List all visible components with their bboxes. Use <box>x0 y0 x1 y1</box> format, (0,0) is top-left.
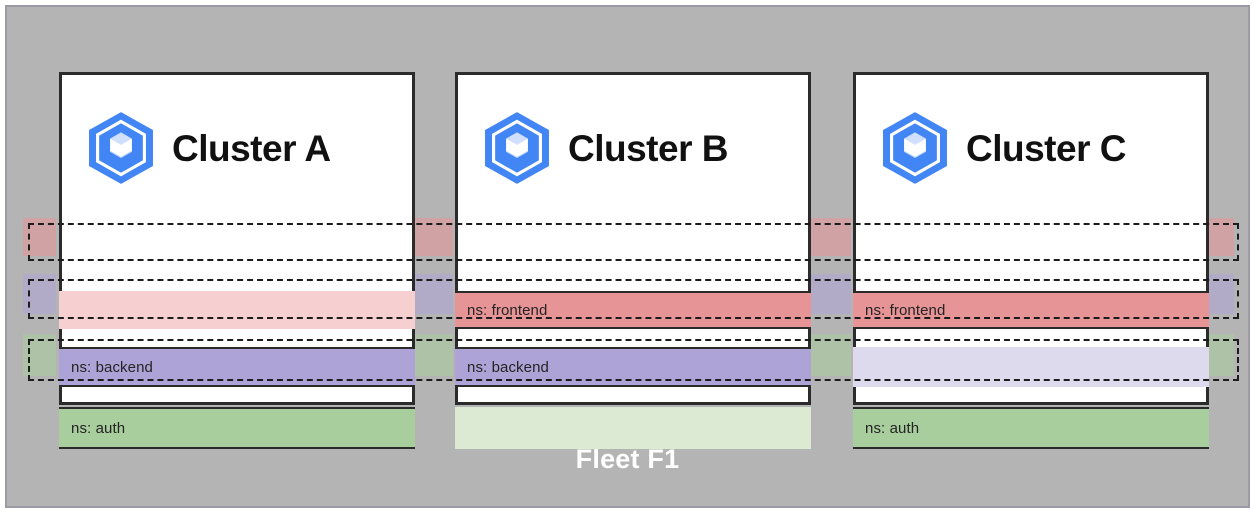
gutter-tint-frontend-left <box>23 218 56 256</box>
gutter-tint-frontend-mid1 <box>409 218 453 256</box>
gutter-tint-backend-mid2 <box>807 274 851 314</box>
gke-cluster-icon <box>478 109 556 187</box>
gutter-tint-auth-right <box>1207 334 1234 376</box>
gutter-tint-auth-mid2 <box>807 334 851 376</box>
cluster-a-band-frontend[interactable] <box>59 291 415 329</box>
cluster-b-band-auth[interactable] <box>455 407 811 449</box>
cluster-c-band-auth-label: ns: auth <box>865 419 920 437</box>
cluster-a-band-backend-label: ns: backend <box>71 358 153 376</box>
cluster-card-a[interactable]: Cluster A ns: backend ns: auth <box>59 72 415 449</box>
cluster-b-band-frontend[interactable]: ns: frontend <box>455 291 811 329</box>
cluster-header-c: Cluster C <box>856 75 1206 221</box>
cluster-a-band-auth-label: ns: auth <box>71 419 126 437</box>
cluster-title-c: Cluster C <box>966 127 1126 169</box>
gutter-tint-frontend-right <box>1207 218 1234 256</box>
gutter-tint-auth-left <box>23 334 56 376</box>
fleet-label: Fleet F1 <box>575 444 680 474</box>
fleet-container: Cluster A ns: backend ns: auth <box>5 5 1250 508</box>
gke-cluster-icon <box>82 109 160 187</box>
cluster-b-band-backend[interactable]: ns: backend <box>455 347 811 387</box>
cluster-b-band-frontend-label: ns: frontend <box>467 301 548 319</box>
cluster-b-band-backend-label: ns: backend <box>467 358 549 376</box>
cluster-card-c[interactable]: Cluster C ns: frontend ns: auth <box>853 72 1209 449</box>
cluster-c-band-auth[interactable]: ns: auth <box>853 407 1209 449</box>
cluster-a-band-backend[interactable]: ns: backend <box>59 347 415 387</box>
cluster-header-b: Cluster B <box>458 75 808 221</box>
gutter-tint-backend-mid1 <box>409 274 453 314</box>
cluster-card-b[interactable]: Cluster B ns: frontend ns: backend <box>455 72 811 449</box>
cluster-c-band-frontend-label: ns: frontend <box>865 301 946 319</box>
cluster-title-b: Cluster B <box>568 127 728 169</box>
cluster-title-a: Cluster A <box>172 127 331 169</box>
gutter-tint-backend-left <box>23 274 56 314</box>
cluster-header-a: Cluster A <box>62 75 412 221</box>
cluster-c-band-frontend[interactable]: ns: frontend <box>853 291 1209 329</box>
gutter-tint-auth-mid1 <box>409 334 453 376</box>
gke-cluster-icon <box>876 109 954 187</box>
cluster-c-band-backend[interactable] <box>853 347 1209 387</box>
gutter-tint-frontend-mid2 <box>807 218 851 256</box>
cluster-a-band-auth[interactable]: ns: auth <box>59 407 415 449</box>
gutter-tint-backend-right <box>1207 274 1234 314</box>
